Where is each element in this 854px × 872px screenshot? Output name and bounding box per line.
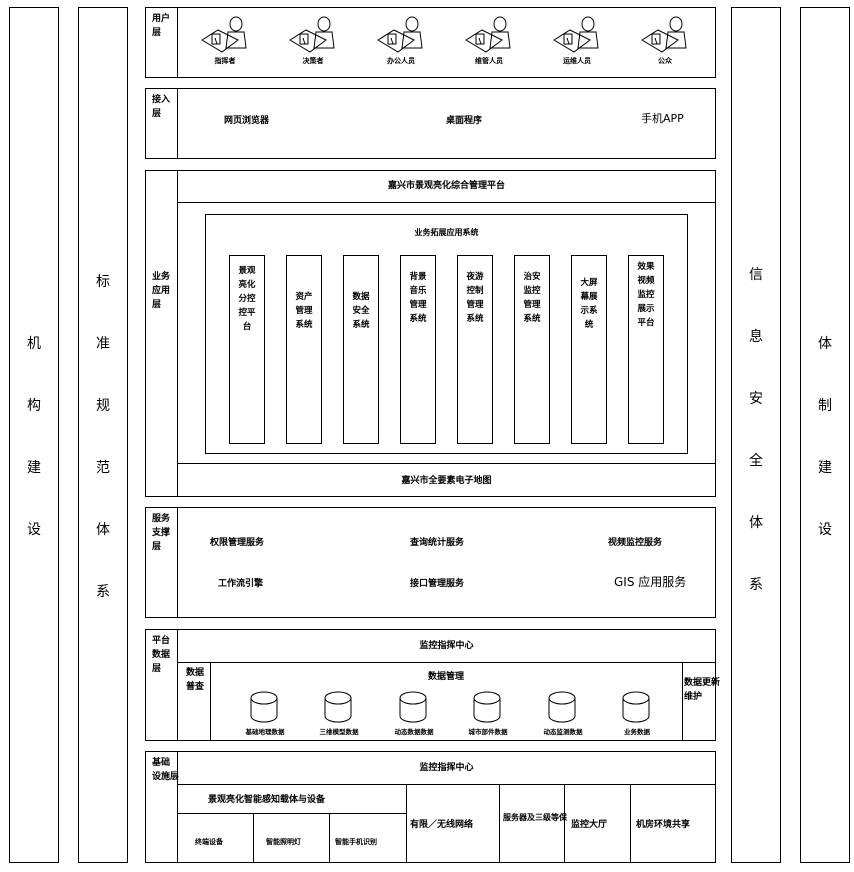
system-night-tour: 夜游 控制 管理 系统 [457,255,493,444]
system-background-music: 背景 音乐 管理 系统 [400,255,436,444]
user-commander: 指挥者 [190,10,260,70]
infra-layer-title: 基础 设施层 [152,758,180,782]
business-layer-title: 业务 应用 层 [152,272,171,310]
access-layer [145,88,716,159]
db-dynamic-monitor: 动态监测数据 [523,690,603,740]
database-icon [399,691,427,723]
subsystem-title: 业务拓展应用系统 [414,228,479,237]
standard-system-column: 标 准 规 范 体 系 [78,7,128,863]
user-maintenance-staff: 维管人员 [454,10,524,70]
service-video-monitor: 视频监控服务 [608,538,663,548]
system-asset-management: 资产 管理 系统 [286,255,322,444]
infra-smart-light: 智能照明灯 [266,838,301,846]
user-label: 决策者 [302,57,324,65]
data-management-title: 数据管理 [427,672,464,682]
user-label: 办公人员 [387,57,415,65]
system-security-monitoring: 治安 监控 管理 系统 [514,255,550,444]
db-business: 业务数据 [597,690,677,740]
infra-server: 服务器及三级等保 [503,813,567,822]
service-layer-title: 服务 支撑 层 [152,514,171,552]
institution-label: 体 制 建 设 [818,336,832,538]
system-effect-video: 效果 视频 监控 展示 平台 [628,255,664,444]
data-center-title: 监控指挥中心 [419,641,474,651]
user-layer-title: 用户 层 [152,14,171,38]
user-office-staff: 办公人员 [366,10,436,70]
info-security-label: 信 息 安 全 体 系 [749,267,763,593]
data-layer [145,629,716,741]
person-computer-icon [553,16,599,53]
infra-center-title: 监控指挥中心 [419,763,474,773]
access-layer-title: 接入 层 [152,95,171,119]
user-label: 指挥者 [214,57,236,65]
database-icon [324,691,352,723]
user-label: 运维人员 [563,57,591,65]
system-data-security: 数据 安全 系统 [343,255,379,444]
user-public: 公众 [630,10,700,70]
infra-iot-devices: 景观亮化智能感知载体与设备 [208,795,326,805]
infra-terminal-device: 终端设备 [195,838,223,846]
user-ops-staff: 运维人员 [542,10,612,70]
service-layer [145,507,716,618]
db-3d-model: 三维模型数据 [299,690,379,740]
db-city-parts: 城市部件数据 [448,690,528,740]
person-computer-icon [201,16,247,53]
data-survey: 数据 普查 [186,668,205,692]
infra-phone-recognition: 智能手机识别 [335,838,377,846]
database-icon [622,691,650,723]
person-computer-icon [377,16,423,53]
db-basic-geo: 基础地理数据 [225,690,305,740]
info-security-column: 信 息 安 全 体 系 [731,7,781,863]
standard-system-label: 标 准 规 范 体 系 [96,274,110,600]
infra-network: 有限／无线网络 [410,820,474,830]
infra-room-env: 机房环境共享 [636,820,691,830]
access-web-browser: 网页浏览器 [224,116,270,126]
database-icon [548,691,576,723]
person-computer-icon [465,16,511,53]
org-construction-label: 机 构 建 设 [27,336,41,538]
electronic-map: 嘉兴市全要素电子地图 [401,476,492,486]
system-big-screen: 大屏 幕展 示系 统 [571,255,607,444]
service-gis: GIS 应用服务 [614,575,687,589]
org-construction-column: 机 构 建 设 [9,7,59,863]
service-query-stats: 查询统计服务 [410,538,465,548]
access-mobile-app: 手机APP [641,112,684,125]
infra-layer [145,751,716,863]
database-icon [250,691,278,723]
access-desktop-app: 桌面程序 [446,116,483,126]
system-lighting-control: 景观 亮化 分控 控平 台 [229,255,265,444]
person-computer-icon [641,16,687,53]
db-dynamic: 动态数据数据 [374,690,454,740]
user-label: 公众 [658,57,672,65]
business-layer [145,170,716,497]
subsystem-container [205,214,688,454]
data-layer-title: 平台 数据 层 [152,636,171,674]
service-workflow: 工作流引擎 [218,579,264,589]
institution-column: 体 制 建 设 [800,7,850,863]
user-label: 维管人员 [475,57,503,65]
data-update-maintenance: 数据更新 维护 [684,678,721,702]
service-permission: 权限管理服务 [210,538,265,548]
platform-title: 嘉兴市景观亮化综合管理平台 [387,181,505,191]
user-decision-maker: 决策者 [278,10,348,70]
database-icon [473,691,501,723]
person-computer-icon [289,16,335,53]
infra-monitor-hall: 监控大厅 [571,820,608,830]
service-interface: 接口管理服务 [410,579,465,589]
